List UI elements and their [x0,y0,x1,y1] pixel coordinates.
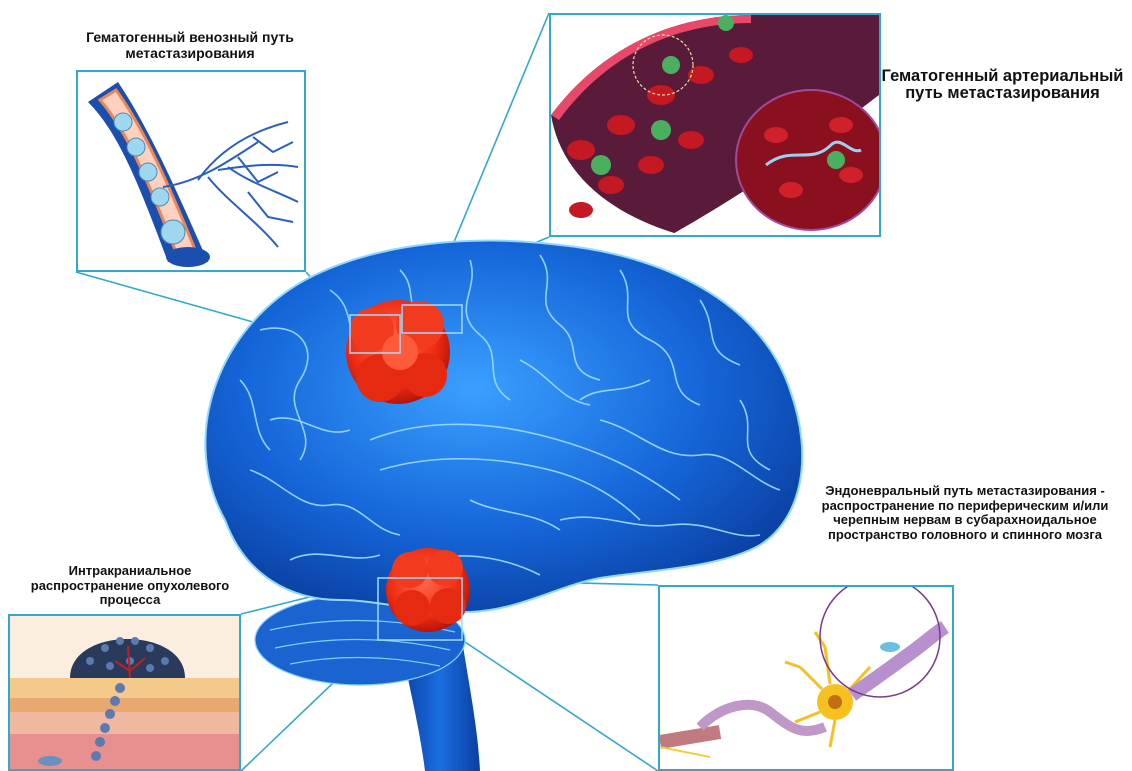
artery-illustration [551,15,879,235]
vein-illustration [78,72,304,270]
endoneural-panel [658,585,954,771]
intracranial-illustration [10,616,239,769]
cerebrum [205,241,802,613]
arterial-panel [549,13,881,237]
endoneural-route-label: Эндоневральный путь метастазирования - р… [800,484,1130,542]
arterial-route-label: Гематогенный артериальный путь метастази… [880,68,1125,103]
intracranial-spread-label: Интракраниальное распространение опухоле… [15,564,245,608]
venous-route-label: Гематогенный венозный путь метастазирова… [40,30,340,61]
neuron-illustration [660,587,952,769]
intracranial-panel [8,614,241,771]
venous-panel [76,70,306,272]
